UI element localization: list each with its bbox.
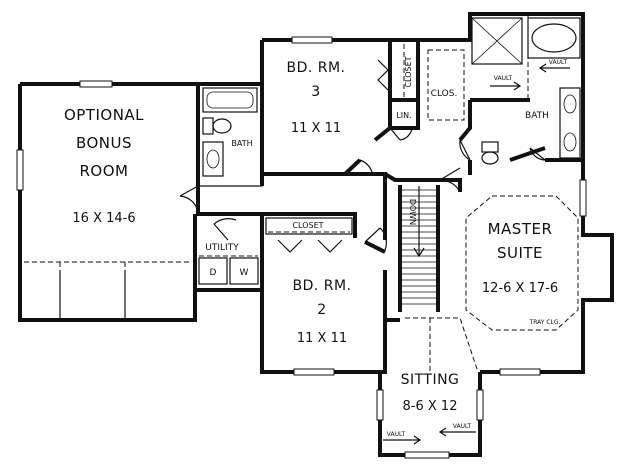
window-bonus-left xyxy=(16,149,24,191)
hall-bath-label: BATH xyxy=(231,139,252,148)
closet-bed3-bifold xyxy=(377,59,389,91)
dryer-label: D xyxy=(210,268,217,278)
toilet-bowl-hall xyxy=(212,118,232,134)
toilet-bowl-master xyxy=(481,151,499,165)
window-sitting-left xyxy=(376,389,384,421)
master-tray-ceiling xyxy=(465,195,579,331)
closet-bed2-label: CLOSET xyxy=(292,221,323,230)
window-master-right xyxy=(579,179,587,217)
window-bed2-bottom xyxy=(293,368,335,376)
bonus-room-lower-bump xyxy=(19,270,126,320)
door-master xyxy=(439,167,461,193)
walls xyxy=(18,12,614,457)
tub-master-basin xyxy=(531,23,577,53)
sink-master-2 xyxy=(563,132,577,152)
bathtub-hall-basin xyxy=(206,91,254,109)
fixtures xyxy=(198,17,581,285)
sink-hall xyxy=(206,149,220,169)
utility-label: UTILITY xyxy=(205,243,239,253)
hall-walls xyxy=(196,172,400,322)
window-sitting-right xyxy=(476,389,484,421)
closet-master-shelf xyxy=(427,49,465,121)
window-master-bottom xyxy=(499,368,541,376)
master-suite-size: 12-6 X 17-6 xyxy=(482,281,558,296)
closet-bifold-doors xyxy=(277,239,343,253)
stair-arrow-head xyxy=(413,247,425,258)
doors xyxy=(179,59,546,253)
bonus-room-label-3: ROOM xyxy=(80,162,129,180)
window-sitting-bottom xyxy=(404,451,450,459)
hall-upper-wall xyxy=(383,172,462,192)
closet-bed2 xyxy=(265,217,353,235)
master-bath-label: BATH xyxy=(525,111,549,121)
sink-master-1 xyxy=(563,94,577,114)
windows xyxy=(16,36,587,459)
linen-label: LIN. xyxy=(396,111,411,120)
door-bed2 xyxy=(364,227,387,251)
vault-master-left-label: VAULT xyxy=(494,75,513,82)
ceiling-lines xyxy=(24,14,579,373)
vault-master-right-label: VAULT xyxy=(549,59,568,66)
door-master-bath-2 xyxy=(529,147,546,161)
washer xyxy=(229,257,259,285)
vault-arrow-right xyxy=(490,81,522,91)
master-bath-walls xyxy=(458,98,530,142)
sitting-vault-line xyxy=(405,317,479,373)
tray-ceiling-label: TRAY CLG. xyxy=(529,319,561,326)
master-bath-lower-wall xyxy=(468,146,583,175)
washer-label: W xyxy=(240,268,249,278)
master-suite-walls xyxy=(480,178,614,374)
bedroom-3-right-wall xyxy=(373,100,392,142)
bedroom-3-number: 3 xyxy=(311,84,320,100)
bonus-room-label-2: BONUS xyxy=(76,134,132,152)
vault-arrow-sitting-right xyxy=(438,427,476,437)
bonus-room-label-1: OPTIONAL xyxy=(64,106,144,124)
bedroom-3-label: BD. RM. xyxy=(286,60,345,76)
window-bed3-top xyxy=(291,36,333,44)
dryer xyxy=(198,257,228,285)
door-bed3 xyxy=(344,159,373,175)
door-linen xyxy=(389,127,413,141)
door-master-bath xyxy=(459,139,471,161)
vault-arrows xyxy=(383,63,570,445)
sitting-bay-walls xyxy=(378,370,482,457)
door-bonus xyxy=(179,185,199,213)
door-utility xyxy=(213,218,237,241)
vault-sitting-right-label: VAULT xyxy=(453,423,472,430)
shower-master xyxy=(471,17,523,65)
toilet-tank-master xyxy=(481,141,499,153)
bedroom-2-number: 2 xyxy=(317,302,326,318)
bedroom-3-size: 11 X 11 xyxy=(291,121,341,136)
sitting-room-label: SITTING xyxy=(401,372,460,388)
utility-walls xyxy=(193,214,264,320)
master-suite-label-2: SUITE xyxy=(497,244,543,262)
bedroom-2-size: 11 X 11 xyxy=(297,331,347,346)
toilet-tank-hall xyxy=(202,117,214,135)
closet-master-label: CLOS. xyxy=(431,89,458,99)
vault-arrow-left xyxy=(538,63,570,73)
vanity-master xyxy=(559,87,581,159)
vanity-hall xyxy=(202,141,224,177)
vault-arrow-sitting-left xyxy=(383,435,422,445)
master-suite-label-1: MASTER xyxy=(488,220,553,238)
bathtub-hall xyxy=(202,87,258,113)
minor-labels: BATH BATH CLOSET CLOSET CLOS. LIN. DOWN … xyxy=(231,56,567,438)
staircase xyxy=(400,186,438,305)
vault-sitting-left-label: VAULT xyxy=(387,431,406,438)
room-labels: OPTIONAL BONUS ROOM 16 X 14-6 BD. RM. 3 … xyxy=(64,60,558,414)
closet-bed3-label: CLOSET xyxy=(404,56,413,87)
stair-down-label: DOWN xyxy=(408,199,417,225)
bedroom-2-label: BD. RM. xyxy=(292,278,351,294)
master-closet-walls xyxy=(418,12,585,178)
window-bonus-top xyxy=(79,80,113,88)
bonus-knee-wall-ticks xyxy=(59,262,126,268)
stair-walls xyxy=(398,185,440,312)
bonus-room-size: 16 X 14-6 xyxy=(72,211,135,226)
bedroom-2-right-wall xyxy=(364,240,386,254)
shower-drain-lines xyxy=(471,17,523,65)
sitting-room-size: 8-6 X 12 xyxy=(403,399,458,414)
linen-walls xyxy=(388,100,420,130)
